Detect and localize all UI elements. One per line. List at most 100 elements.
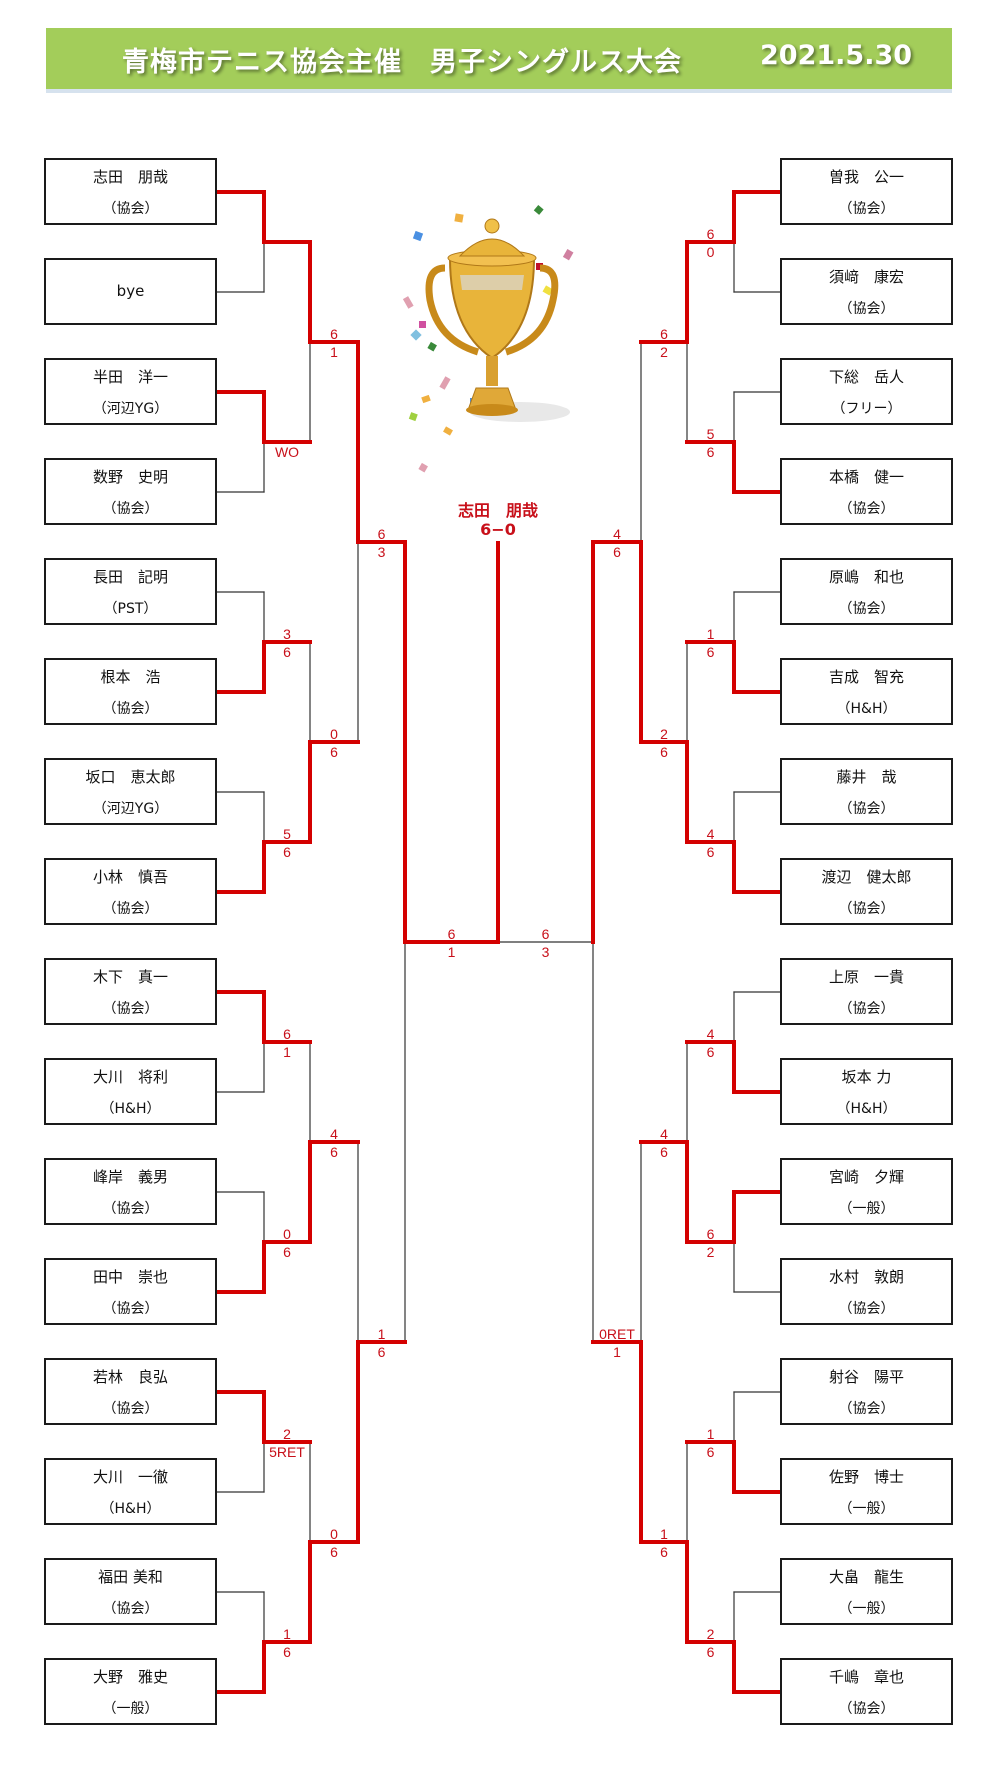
player-name: 渡辺 健太郎 <box>821 868 912 886</box>
left-player-box: 木下 真一（協会） <box>44 958 217 1025</box>
right-player-box: 千嶋 章也（協会） <box>780 1658 953 1725</box>
player-club: （協会） <box>102 901 159 917</box>
right-r2-score-bottom: 6 <box>660 1544 668 1560</box>
player-club: （協会） <box>102 201 159 217</box>
player-club: （協会） <box>102 701 159 717</box>
player-name: 上原 一貴 <box>828 968 904 986</box>
right-r1-score-top: 4 <box>707 826 715 842</box>
player-name: 数野 史明 <box>92 468 168 486</box>
right-r4-score-bottom: 3 <box>542 944 550 960</box>
player-name: 射谷 陽平 <box>828 1368 904 1386</box>
player-name: 長田 記明 <box>92 568 168 586</box>
player-name: 須﨑 康宏 <box>828 268 904 286</box>
right-r1-score-bottom: 6 <box>707 1444 715 1460</box>
right-player-box: 渡辺 健太郎 （協会） <box>780 858 953 925</box>
player-club: （協会） <box>838 901 895 917</box>
player-name: 福田 美和 <box>98 1568 163 1586</box>
player-name: 若林 良弘 <box>92 1368 168 1386</box>
right-r2-score-top: 6 <box>660 326 668 342</box>
right-player-box: 上原 一貴（協会） <box>780 958 953 1025</box>
player-club: （協会） <box>838 1401 895 1417</box>
final-score: 6−0 <box>480 520 516 539</box>
player-name: 本橋 健一 <box>828 468 904 486</box>
player-name: 宮崎 夕輝 <box>828 1168 904 1186</box>
right-r1-score-bottom: 6 <box>707 844 715 860</box>
left-player-box: 若林 良弘（協会） <box>44 1358 217 1425</box>
left-r4-score-top: 6 <box>448 926 456 942</box>
left-r1-score-bottom: 6 <box>283 1244 291 1260</box>
right-player-box: 吉成 智充（H&H） <box>780 658 953 725</box>
player-name: 坂口 恵太郎 <box>85 768 176 786</box>
left-r3-score-bottom: 3 <box>378 544 386 560</box>
player-club: （協会） <box>102 501 159 517</box>
left-player-box: 半田 洋一 （河辺YG） <box>44 358 217 425</box>
player-name: 半田 洋一 <box>92 368 168 386</box>
left-player-box: 福田 美和（協会） <box>44 1558 217 1625</box>
player-name: 大畠 龍生 <box>828 1568 904 1586</box>
left-r1-score-top: 5 <box>283 826 291 842</box>
left-player-box: bye <box>44 258 217 325</box>
right-player-box: 原嶋 和也 （協会） <box>780 558 953 625</box>
left-r2-score-bottom: 6 <box>330 1544 338 1560</box>
right-r2-score-bottom: 2 <box>660 344 668 360</box>
left-r2-score-top: 4 <box>330 1126 338 1142</box>
player-club: （協会） <box>102 1301 159 1317</box>
left-r1-score-bottom: 5RET <box>269 1444 305 1460</box>
player-club: （協会） <box>102 1201 159 1217</box>
player-name: 田中 崇也 <box>92 1268 168 1286</box>
player-club: （協会） <box>838 801 895 817</box>
player-name: bye <box>116 282 145 300</box>
left-r2-score-bottom: 1 <box>330 344 338 360</box>
right-r4-score-top: 6 <box>542 926 550 942</box>
player-name: 志田 朋哉 <box>92 168 168 186</box>
right-player-box: 藤井 哉（協会） <box>780 758 953 825</box>
right-r3-score-bottom: 6 <box>613 544 621 560</box>
left-player-box: 大川 一徹 （H&H） <box>44 1458 217 1525</box>
right-r1-score-top: 1 <box>707 1426 715 1442</box>
left-player-box: 志田 朋哉 （協会） <box>44 158 217 225</box>
left-r1-score-bottom: 6 <box>283 844 291 860</box>
left-r3-score-top: 1 <box>378 1326 386 1342</box>
player-club: （一般） <box>838 1201 895 1217</box>
player-club: （H&H） <box>836 1101 897 1117</box>
player-club: （協会） <box>838 201 895 217</box>
trophy-icon <box>402 205 574 473</box>
left-player-box: 長田 記明（PST） <box>44 558 217 625</box>
right-r1-score-bottom: 6 <box>707 644 715 660</box>
player-name: 峰岸 義男 <box>92 1168 168 1186</box>
left-r1-score-bottom: 6 <box>283 1644 291 1660</box>
player-club: （一般） <box>838 1601 895 1617</box>
left-r1-score-top: 6 <box>283 1026 291 1042</box>
player-name: 木下 真一 <box>92 968 168 986</box>
right-r2-score-bottom: 6 <box>660 1144 668 1160</box>
left-player-box: 根本 浩（協会） <box>44 658 217 725</box>
player-name: 大川 一徹 <box>92 1468 168 1486</box>
left-r4-score-bottom: 1 <box>448 944 456 960</box>
player-club: （協会） <box>838 1701 895 1717</box>
player-club: （河辺YG） <box>92 401 169 417</box>
left-r2-score-bottom: 6 <box>330 744 338 760</box>
right-r1-score-top: 2 <box>707 1626 715 1642</box>
right-r3-score-bottom: 1 <box>613 1344 621 1360</box>
right-r1-score-top: 1 <box>707 626 715 642</box>
right-r2-score-top: 1 <box>660 1526 668 1542</box>
left-player-box: 坂口 恵太郎（河辺YG） <box>44 758 217 825</box>
right-player-box: 本橋 健一（協会） <box>780 458 953 525</box>
player-name: 原嶋 和也 <box>828 568 904 586</box>
left-r2-score-top: 0 <box>330 726 338 742</box>
left-r1-score-top: 1 <box>283 1626 291 1642</box>
player-club: （H&H） <box>100 1501 161 1517</box>
right-r1-score-bottom: 2 <box>707 1244 715 1260</box>
right-r1-score-bottom: 6 <box>707 444 715 460</box>
player-club: （協会） <box>838 601 895 617</box>
right-player-box: 宮崎 夕輝 （一般） <box>780 1158 953 1225</box>
champion-name: 志田 朋哉 <box>457 501 538 520</box>
right-r1-score-top: 5 <box>707 426 715 442</box>
right-player-box: 大畠 龍生 （一般） <box>780 1558 953 1625</box>
player-club: （一般） <box>838 1501 895 1517</box>
left-r1-score-bottom: 1 <box>283 1044 291 1060</box>
right-r3-score-top: 0RET <box>599 1326 635 1342</box>
tournament-date: 2021.5.30 <box>760 40 913 71</box>
right-r3-score-top: 4 <box>613 526 621 542</box>
